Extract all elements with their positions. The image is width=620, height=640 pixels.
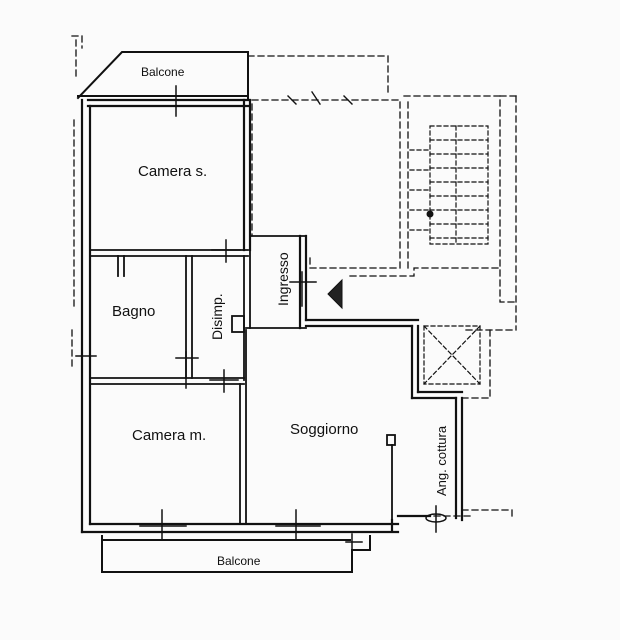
label-balcone-top: Balcone	[141, 65, 185, 79]
balcony-bottom	[101, 535, 371, 573]
exterior-walls	[80, 98, 464, 534]
staircase	[409, 125, 489, 245]
label-bagno: Bagno	[112, 303, 155, 320]
label-soggiorno: Soggiorno	[290, 421, 358, 438]
openings	[75, 85, 447, 557]
label-camera-s: Camera s.	[138, 163, 207, 180]
ceiling-marks	[287, 91, 353, 105]
stair-newel-icon	[426, 210, 434, 218]
balcony-top	[76, 51, 249, 100]
neighbour-outlines	[71, 35, 521, 521]
lift-shaft	[423, 325, 481, 385]
label-balcone-bottom: Balcone	[217, 554, 261, 568]
label-ang-cottura: Ang. cottura	[434, 425, 449, 496]
interior-walls	[89, 235, 396, 525]
entrance-arrow-icon	[327, 278, 343, 310]
label-ingresso: Ingresso	[275, 252, 291, 306]
label-camera-m: Camera m.	[132, 427, 206, 444]
label-disimp: Disimp.	[209, 293, 225, 340]
